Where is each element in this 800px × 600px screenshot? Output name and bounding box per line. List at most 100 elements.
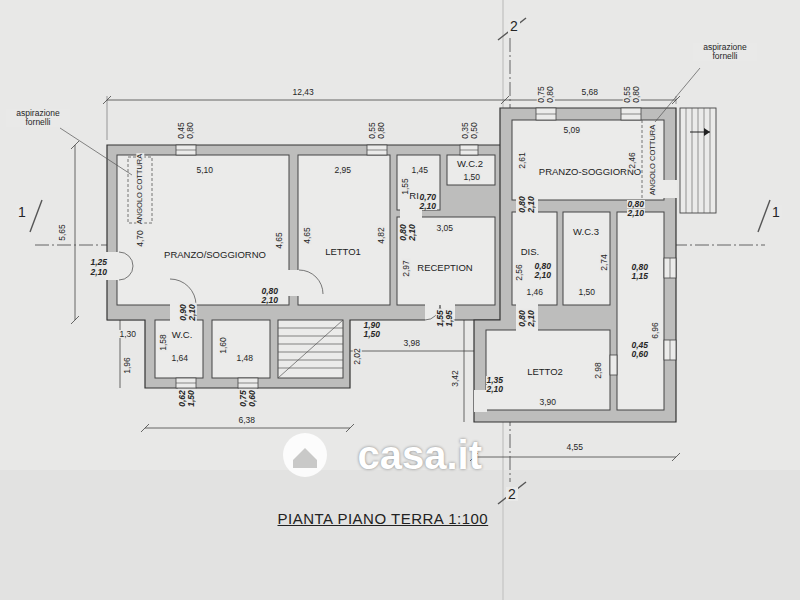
dimension-line — [75, 145, 76, 320]
dimension-label: 0,80 — [376, 121, 385, 140]
window-glass — [367, 150, 387, 151]
dimension-label: 0,80 — [517, 195, 526, 214]
dimension-tick — [672, 453, 680, 461]
dimension-label: 3,90 — [539, 398, 558, 407]
watermark-house — [293, 448, 317, 468]
note: aspirazione fornelli — [693, 43, 757, 61]
dimension-label: 2,10 — [419, 202, 438, 211]
dimension-line — [474, 457, 676, 458]
note: aspirazione fornelli — [6, 109, 70, 127]
dimension-label: 12,43 — [292, 88, 315, 97]
dimension-label: 0,70 — [419, 193, 438, 202]
room-floor — [563, 212, 610, 305]
extension-line — [107, 96, 108, 140]
room-floor — [212, 320, 270, 378]
dimension-label: 0,75 — [238, 389, 247, 408]
dimension-label: 5,68 — [581, 88, 600, 97]
wall-mass — [107, 145, 505, 388]
window-glass — [460, 150, 478, 151]
dimension-label: 0,55 — [367, 121, 376, 140]
room-label: LETTO2 — [525, 366, 565, 378]
window — [367, 145, 387, 155]
dimension-label: 4,55 — [566, 443, 585, 452]
dimension-label: 1,55 — [435, 309, 444, 328]
dimension-label: 0,80 — [534, 262, 553, 271]
room-floor — [397, 217, 495, 305]
dimension-tick — [141, 424, 149, 432]
window — [610, 355, 617, 375]
dimension-label: 2,10 — [407, 223, 416, 242]
wall-mass — [474, 108, 676, 422]
dimension-label: 2,02 — [352, 347, 361, 366]
dimension-tick — [71, 141, 79, 149]
window-glass — [670, 340, 671, 360]
room-name: W.C. — [172, 330, 193, 340]
door-opening — [288, 270, 299, 296]
dimension-label: 0,80 — [631, 263, 650, 272]
dimension-label: 2,97 — [401, 259, 410, 278]
section-marker: 1 — [16, 205, 28, 220]
room-floor — [397, 155, 440, 210]
dimension-label: 0,80 — [545, 85, 554, 104]
stair-well — [278, 320, 343, 378]
kitchen-zone — [642, 120, 643, 200]
window — [664, 258, 676, 278]
room-floor — [155, 320, 203, 378]
dimension-label: 1,96 — [122, 356, 131, 375]
dimension-label: 1,64 — [171, 354, 190, 363]
section-marker — [30, 200, 42, 232]
dimension-label: 0,90 — [178, 303, 187, 322]
zone-label: ANGOLO COTTURA — [136, 153, 144, 225]
paper-shade — [0, 470, 800, 600]
door-swing — [299, 270, 323, 294]
dimension-label: 2,56 — [514, 263, 523, 282]
dimension-label: 1,45 — [411, 166, 430, 175]
dimension-label: 1,50 — [578, 288, 597, 297]
dimension-line — [464, 320, 465, 422]
dimension-label: 3,42 — [450, 369, 459, 388]
room-name: LETTO2 — [527, 367, 563, 377]
dimension-label: 0,35 — [460, 121, 469, 140]
room-label: W.C.2 — [455, 158, 485, 170]
dimension-label: 5,10 — [196, 166, 215, 175]
dimension-label: 2,10 — [187, 303, 196, 322]
room-name: DIS. — [521, 247, 539, 257]
dimension-label: 0,60 — [631, 350, 650, 359]
dimension-label: 4,82 — [376, 226, 385, 245]
door-opening — [516, 304, 538, 331]
dimension-label: 5,65 — [57, 223, 66, 242]
window — [238, 378, 258, 388]
dimension-label: 2,10 — [526, 309, 535, 328]
room-label: PRANZO/SOGGIORNO — [162, 249, 268, 261]
section-marker — [498, 18, 526, 40]
room-name: W.C.2 — [457, 159, 483, 169]
leader-line — [60, 128, 132, 175]
window-glass — [176, 383, 196, 384]
dimension-label: 0,80 — [185, 121, 194, 140]
window-glass — [238, 383, 258, 384]
dimension-label: 6,96 — [650, 321, 659, 340]
room-name: PRANZO/SOGGIORNO — [164, 250, 266, 260]
room-floor — [617, 212, 664, 410]
dimension-label: 0,55 — [622, 85, 631, 104]
window — [664, 340, 676, 360]
door-swing — [170, 279, 196, 305]
room-label: W.C.3 — [571, 226, 601, 238]
stair-step — [692, 108, 693, 213]
stair-cut — [278, 320, 343, 378]
window-glass — [670, 258, 671, 278]
dimension-label: 0,60 — [247, 389, 256, 408]
dimension-label: 2,10 — [90, 268, 109, 277]
window-glass — [176, 150, 196, 151]
dimension-label: 2,74 — [599, 253, 608, 272]
stair-step — [278, 336, 343, 337]
dimension-line — [107, 100, 505, 101]
dimension-label: 0,80 — [631, 85, 640, 104]
section-marker — [758, 200, 770, 232]
window-glass — [621, 114, 641, 115]
dimension-label: 0,50 — [469, 121, 478, 140]
dimension-label: 2,98 — [593, 361, 602, 380]
dimension-label: 1,95 — [444, 309, 453, 328]
dimension-label: 5,09 — [563, 126, 582, 135]
